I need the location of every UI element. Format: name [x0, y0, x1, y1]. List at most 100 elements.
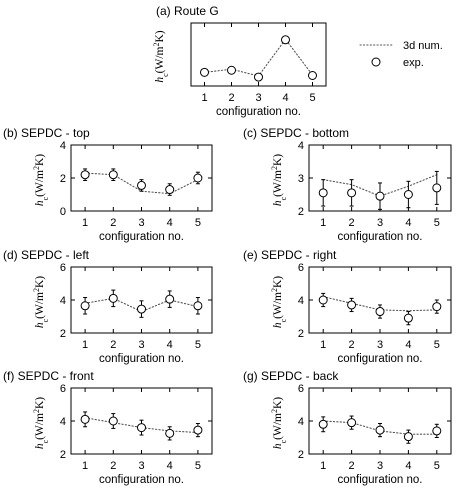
plot-frame-4 — [308, 266, 452, 334]
exp-point-6-3 — [403, 432, 413, 442]
exp-point-0-2 — [254, 72, 263, 82]
x-axis-label-1: configuration no. — [99, 231, 184, 243]
x-tick-label-0-1: 2 — [228, 92, 234, 104]
x-axis-label-3: configuration no. — [99, 353, 184, 365]
exp-point-4-3 — [403, 313, 413, 323]
exp-point-5-0 — [80, 414, 90, 424]
x-tick-label-2-2: 3 — [377, 217, 383, 229]
exp-point-5-2 — [137, 423, 146, 433]
exp-point-3-2 — [137, 304, 146, 314]
x-tick-label-6-0: 1 — [320, 460, 326, 472]
exp-point-0-1 — [227, 65, 236, 75]
exp-point-5-1 — [108, 416, 118, 426]
x-tick-label-3-3: 4 — [167, 339, 173, 351]
plot-frame-3 — [70, 266, 213, 334]
exp-point-3-3 — [165, 294, 175, 304]
x-tick-label-2-4: 5 — [434, 217, 440, 229]
x-tick-label-4-1: 2 — [349, 339, 355, 351]
y-tick-label-6-1: 4 — [298, 416, 304, 428]
x-tick-label-3-0: 1 — [82, 339, 88, 351]
y-axis-label-0: hc(W/m2K) — [152, 30, 170, 82]
panel-title-1: (b) SEPDC - top — [3, 126, 90, 140]
panel-title-2: (c) SEPDC - bottom — [243, 126, 349, 140]
panel-title-6: (g) SEPDC - back — [243, 369, 339, 383]
y-axis-label-6: hc(W/m2K) — [270, 397, 288, 449]
y-tick-label-2-0: 2 — [298, 206, 304, 218]
x-tick-label-2-1: 2 — [349, 217, 355, 229]
y-tick-label-6-2: 6 — [298, 383, 304, 395]
y-tick-label-2-2: 4 — [298, 140, 304, 152]
x-tick-label-4-3: 4 — [405, 339, 411, 351]
exp-point-4-4 — [432, 302, 442, 312]
y-tick-label-3-2: 6 — [60, 262, 66, 274]
y-tick-label-1-0: 0 — [60, 206, 66, 218]
x-tick-label-6-3: 4 — [405, 460, 411, 472]
y-axis-label-4: hc(W/m2K) — [270, 276, 288, 328]
exp-point-3-1 — [108, 293, 118, 303]
x-tick-label-5-1: 2 — [110, 460, 116, 472]
x-axis-label-0: configuration no. — [216, 106, 301, 118]
exp-point-4-2 — [375, 307, 385, 317]
exp-point-2-3 — [403, 190, 413, 199]
panel-title-3: (d) SEPDC - left — [3, 248, 90, 262]
legend: 3d num.exp. — [359, 40, 443, 69]
y-tick-label-1-2: 4 — [60, 140, 66, 152]
x-tick-label-0-0: 1 — [201, 92, 207, 104]
x-tick-label-1-4: 5 — [195, 217, 201, 229]
x-tick-label-3-2: 3 — [138, 339, 144, 351]
exp-point-2-4 — [432, 183, 442, 193]
x-tick-label-5-4: 5 — [195, 460, 201, 472]
x-tick-label-2-3: 4 — [405, 217, 411, 229]
y-axis-label-2: hc(W/m2K) — [270, 154, 288, 206]
x-tick-label-2-0: 1 — [320, 217, 326, 229]
exp-point-2-1 — [347, 188, 357, 198]
x-tick-label-5-0: 1 — [82, 460, 88, 472]
exp-point-3-4 — [193, 301, 203, 311]
exp-point-6-0 — [318, 419, 328, 429]
exp-point-4-0 — [318, 295, 328, 305]
exp-point-0-4 — [308, 71, 317, 80]
x-tick-label-3-4: 5 — [195, 339, 201, 351]
exp-point-5-4 — [193, 425, 203, 435]
y-tick-label-1-1: 2 — [60, 173, 66, 185]
chart-panel-3: (d) SEPDC - left 1 2 3 4 5 2 4 6 configuration no… — [3, 248, 213, 365]
chart-panel-2: (c) SEPDC - bottom 1 2 3 4 5 2 3 4 configuration … — [243, 126, 452, 243]
x-axis-label-6: configuration no. — [337, 474, 422, 486]
x-tick-label-1-0: 1 — [82, 217, 88, 229]
x-tick-label-0-2: 3 — [255, 92, 261, 104]
y-tick-label-3-1: 4 — [60, 295, 66, 307]
exp-point-5-3 — [165, 428, 175, 438]
exp-point-1-3 — [165, 185, 175, 195]
x-axis-label-2: configuration no. — [337, 231, 422, 243]
y-axis-label-1: hc(W/m2K) — [32, 154, 50, 206]
plot-frame-1 — [70, 144, 213, 212]
x-tick-label-4-4: 5 — [434, 339, 440, 351]
exp-point-6-4 — [432, 426, 442, 436]
x-tick-label-6-4: 5 — [434, 460, 440, 472]
y-tick-label-3-0: 2 — [60, 328, 66, 340]
x-tick-label-3-1: 2 — [110, 339, 116, 351]
x-tick-label-4-0: 1 — [320, 339, 326, 351]
y-tick-label-5-1: 4 — [60, 416, 66, 428]
y-tick-label-4-2: 6 — [298, 262, 304, 274]
exp-point-4-1 — [347, 300, 357, 310]
y-tick-label-4-1: 4 — [298, 295, 304, 307]
x-tick-label-0-4: 5 — [309, 92, 315, 104]
exp-point-0-0 — [200, 67, 209, 77]
x-tick-label-1-2: 3 — [138, 217, 144, 229]
series-3d-num-line-3 — [84, 297, 199, 313]
y-tick-label-4-0: 2 — [298, 328, 304, 340]
y-tick-label-2-1: 3 — [298, 173, 304, 185]
x-tick-label-1-1: 2 — [110, 217, 116, 229]
exp-point-0-3 — [281, 35, 290, 45]
panel-title-5: (f) SEPDC - front — [3, 369, 94, 383]
legend-exp-label: exp. — [403, 57, 424, 69]
legend-exp-swatch — [371, 57, 381, 67]
y-tick-label-6-0: 2 — [298, 449, 304, 461]
exp-point-6-1 — [347, 418, 357, 428]
